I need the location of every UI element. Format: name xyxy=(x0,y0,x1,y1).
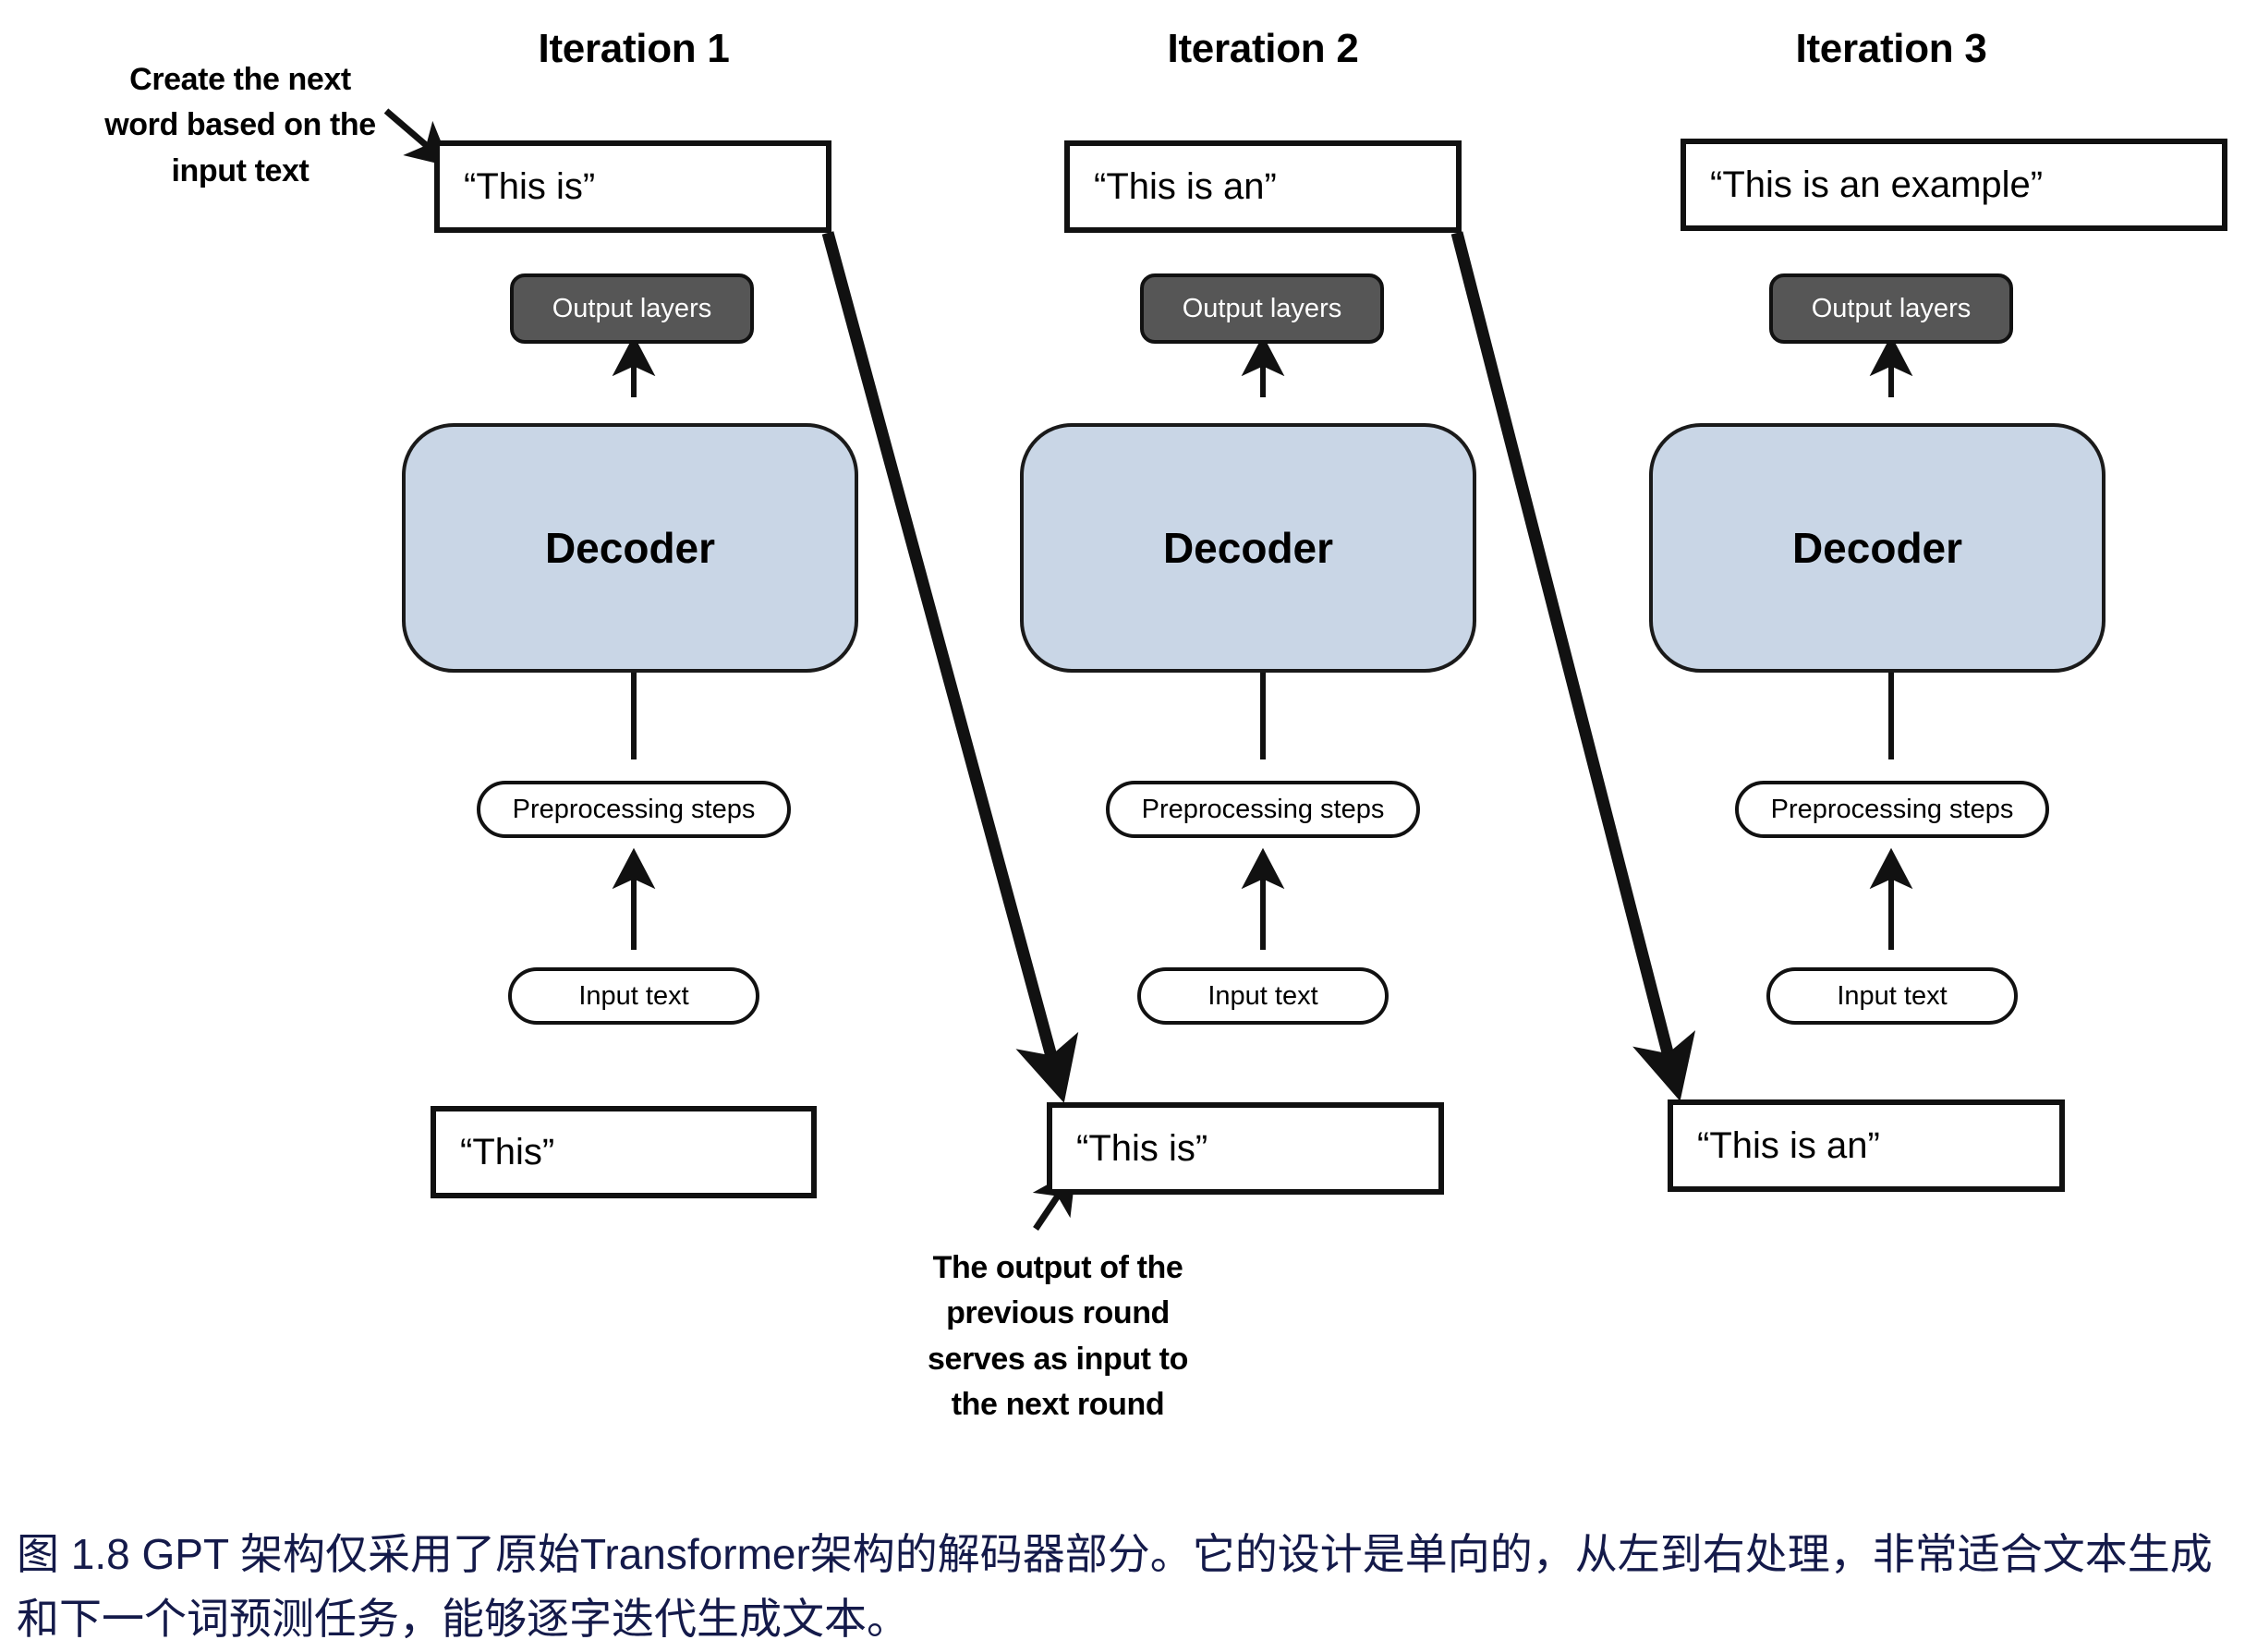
annotation-line: input text xyxy=(171,152,309,188)
annotation-line: serves as input to xyxy=(928,1341,1188,1377)
figure-caption: 图 1.8 GPT 架构仅采用了原始Transformer架构的解码器部分。它的… xyxy=(17,1530,2213,1643)
annotation-previous-round-output: The output of the previous round serves … xyxy=(901,1245,1215,1427)
input-text-box-iteration-2: “This is” xyxy=(1047,1102,1444,1195)
output-text-box-iteration-2: “This is an” xyxy=(1064,140,1462,233)
annotation-line: the next round xyxy=(951,1386,1165,1422)
decoder-block-iteration-3: Decoder xyxy=(1649,423,2105,673)
input-text-box-iteration-3: “This is an” xyxy=(1668,1099,2065,1192)
annotation-line: The output of the xyxy=(932,1250,1183,1285)
input-text-node-iteration-2: Input text xyxy=(1137,967,1389,1025)
output-layers-box-iteration-1: Output layers xyxy=(510,273,754,344)
annotation-line: word based on the xyxy=(104,107,376,143)
input-text-node-iteration-1: Input text xyxy=(508,967,759,1025)
input-text-box-iteration-1: “This” xyxy=(431,1106,817,1198)
column-title-iteration-2: Iteration 2 xyxy=(1167,26,1359,71)
output-text-box-iteration-1: “This is” xyxy=(434,140,831,233)
output-layers-box-iteration-3: Output layers xyxy=(1769,273,2013,344)
annotation-line: Create the next xyxy=(129,62,351,97)
output-layers-box-iteration-2: Output layers xyxy=(1140,273,1384,344)
preprocessing-steps-box-iteration-3: Preprocessing steps xyxy=(1735,781,2049,838)
annotation-create-next-word: Create the next word based on the input … xyxy=(92,57,388,194)
column-title-iteration-3: Iteration 3 xyxy=(1795,26,1987,71)
annotation-line: previous round xyxy=(946,1295,1170,1331)
arrow-iteration1-output-to-iteration2-input xyxy=(821,231,1079,1103)
column-title-iteration-1: Iteration 1 xyxy=(538,26,730,71)
arrow-iteration2-output-to-iteration3-input xyxy=(1450,231,1696,1101)
preprocessing-steps-box-iteration-1: Preprocessing steps xyxy=(477,781,791,838)
preprocessing-steps-box-iteration-2: Preprocessing steps xyxy=(1106,781,1420,838)
output-text-box-iteration-3: “This is an example” xyxy=(1681,139,2227,231)
decoder-block-iteration-1: Decoder xyxy=(402,423,858,673)
input-text-node-iteration-3: Input text xyxy=(1766,967,2018,1025)
decoder-block-iteration-2: Decoder xyxy=(1020,423,1476,673)
